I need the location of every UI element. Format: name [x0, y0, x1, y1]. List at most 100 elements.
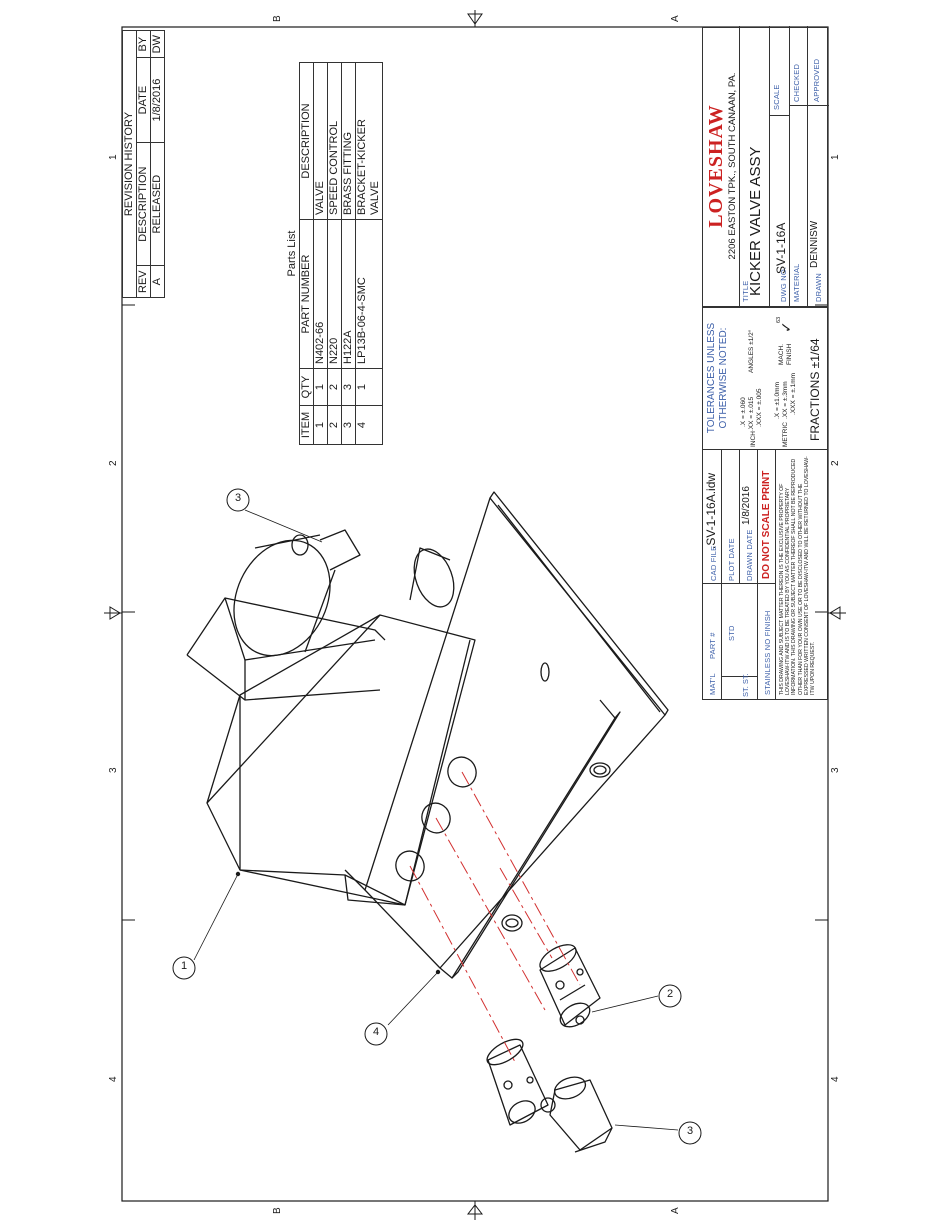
parts-cell: 1 [313, 368, 328, 406]
balloon-3-bottom [678, 1121, 702, 1145]
coil-cylinder [233, 539, 331, 657]
table-row: 3 3 H122A BRASS FITTING [341, 62, 356, 445]
parts-cell: 1 [313, 405, 328, 445]
scale-label: SCALE [772, 84, 781, 110]
rev-header: REV [136, 265, 151, 298]
material-label: MATERIAL [792, 263, 801, 302]
tolerances-block: TOLERANCES UNLESS OTHERWISE NOTED: [702, 307, 738, 450]
revision-history-table: REVISION HISTORY REV DESCRIPTION DATE BY… [122, 30, 165, 298]
parts-header: ITEM [299, 405, 314, 445]
parts-cell: N402-66 [313, 219, 328, 369]
company-address: 2206 EASTON TPK., SOUTH CANAAN, PA. [727, 72, 738, 260]
top-fitting [319, 529, 361, 571]
zone-label: A [670, 15, 681, 22]
parts-cell: VALVE [369, 62, 383, 220]
dwg-no: SV-1-16A [774, 222, 788, 274]
zone-label: B [272, 1207, 283, 1214]
balloon-4 [364, 1022, 388, 1046]
valve-body [206, 614, 476, 906]
zone-label: 4 [108, 1076, 119, 1082]
table-row: VALVE [369, 62, 383, 445]
zone-label: 4 [830, 1076, 841, 1082]
parts-list-title: Parts List [286, 62, 300, 445]
zone-label: A [670, 1207, 681, 1214]
bracket-plate [364, 497, 666, 969]
company-name: LOVESHAW [705, 104, 727, 228]
zone-label: 3 [108, 767, 119, 773]
centerlines [409, 771, 581, 1063]
finish-value: 63 [776, 316, 782, 323]
inch-label: INCH [750, 431, 757, 447]
drawn-date: 1/8/2016 [741, 486, 752, 525]
fractions: FRACTIONS ±1/64 [808, 338, 822, 441]
title-block-main: LOVESHAW 2206 EASTON TPK., SOUTH CANAAN,… [702, 26, 829, 307]
rev-cell: 1/8/2016 [150, 57, 165, 143]
cad-info-block: MAT'L PART # STD ST. ST. STAINLESS NO FI… [702, 449, 828, 700]
mach-finish: MACH. FINISH [778, 343, 793, 365]
parts-cell [369, 368, 383, 406]
parts-cell: 1 [355, 368, 369, 406]
zone-label: 1 [830, 154, 841, 160]
balloon-label: 3 [686, 1125, 694, 1137]
metric-x: .X = ±1.0mm [774, 382, 781, 419]
plot-date-label: PLOT DATE [727, 538, 736, 581]
revision-title: REVISION HISTORY [122, 30, 137, 298]
revision-row: A RELEASED 1/8/2016 DW [150, 30, 165, 298]
parts-cell: LP13B-06-4-SMC [355, 219, 369, 369]
angles: ANGLES ±1/2° [748, 329, 755, 373]
metric-xx: .XX = ±.3mm [782, 381, 789, 419]
metric-label: METRIC [782, 422, 789, 447]
rev-cell: RELEASED [150, 142, 165, 266]
tolerances-title: TOLERANCES UNLESS OTHERWISE NOTED: [706, 322, 729, 434]
cad-file-label: CAD FILE [709, 545, 718, 581]
drawn-label: DRAWN [814, 272, 823, 302]
leaders [193, 509, 679, 1131]
parts-header: QTY [299, 368, 314, 406]
speed-control-fitting [539, 944, 601, 1028]
balloon-2 [658, 984, 682, 1008]
rev-header: BY [136, 30, 151, 58]
rev-header: DATE [136, 57, 151, 143]
speed-control-fitting-2 [486, 1038, 613, 1153]
rev-cell: DW [150, 30, 165, 58]
part-label: PART # [708, 632, 717, 659]
parts-cell [369, 219, 383, 369]
parts-cell: BRACKET-KICKER [355, 62, 369, 220]
balloon-label: 2 [666, 988, 674, 1000]
zone-label: 2 [830, 460, 841, 466]
parts-header: PART NUMBER [299, 219, 314, 369]
parts-cell: 2 [327, 368, 342, 406]
rev-cell: A [150, 265, 165, 298]
drawing-title: KICKER VALVE ASSY [747, 146, 764, 296]
approved-label: APPROVED [812, 58, 821, 102]
zone-label: B [272, 15, 283, 22]
inch-x: .X = ±.060 [740, 397, 747, 427]
rev-header: DESCRIPTION [136, 142, 151, 266]
inch-xx: .XX = ±.015 [748, 396, 755, 431]
solenoid-housing [186, 597, 386, 656]
checked-label: CHECKED [792, 63, 801, 102]
parts-list-table: Parts List ITEM QTY PART NUMBER DESCRIPT… [286, 62, 383, 445]
do-not-scale: DO NOT SCALE PRINT [761, 470, 772, 579]
assembly-drawing [186, 491, 669, 1153]
parts-cell: N220 [327, 219, 342, 369]
cad-file: .SV-1-16A.idw [704, 472, 718, 549]
tolerance-values: INCH .X = ±.060 .XX = ±.015 .XXX = ±.005… [738, 307, 828, 450]
finish-note: STAINLESS NO FINISH [763, 610, 772, 695]
matl-label: MAT'L [708, 673, 717, 695]
zone-label: 3 [830, 767, 841, 773]
proprietary-notice: THIS DRAWING AND SUBJECT MATTER THEREON … [779, 456, 817, 695]
parts-cell: 3 [341, 368, 356, 406]
parts-cell: 4 [355, 405, 369, 445]
parts-cell [369, 405, 383, 445]
std-label: STD [727, 625, 736, 641]
table-row: 4 1 LP13B-06-4-SMC BRACKET-KICKER [355, 62, 369, 445]
parts-cell: VALVE [313, 62, 328, 220]
drawn-by: DENNISW [809, 220, 820, 268]
balloon-1 [172, 956, 196, 980]
parts-cell: 2 [327, 405, 342, 445]
inch-xxx: .XXX = ±.005 [756, 388, 763, 427]
parts-header: DESCRIPTION [299, 62, 314, 220]
